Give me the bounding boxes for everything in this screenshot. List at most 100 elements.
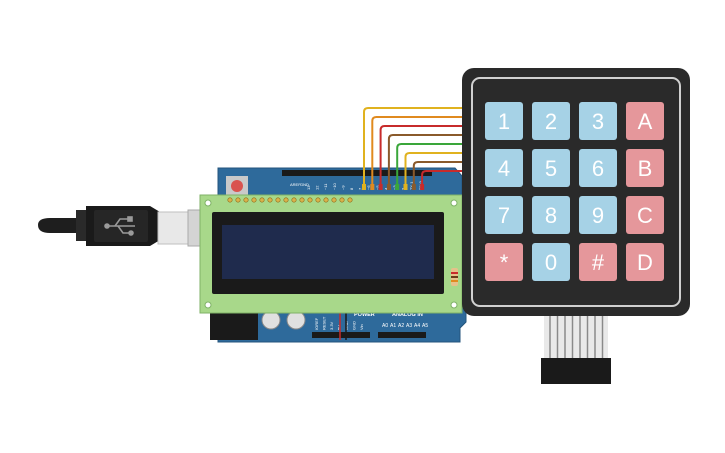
lcd-pin (227, 197, 233, 203)
key-6[interactable]: 6 (579, 149, 617, 187)
key-label: # (592, 250, 605, 275)
power-jack (210, 312, 258, 340)
lcd-screen (222, 225, 434, 279)
digital-pin-label: 13 (306, 185, 311, 190)
digital-pin-label: 7 (358, 187, 363, 190)
key-c[interactable]: C (626, 196, 664, 234)
key-label: 5 (545, 156, 557, 181)
power-pin-label: 3.3V (329, 321, 334, 330)
digital-pin-label: 4 (383, 187, 388, 190)
key-b[interactable]: B (626, 149, 664, 187)
key-label: 0 (545, 250, 557, 275)
digital-pin-label: 2 (401, 187, 406, 190)
wire (396, 143, 470, 188)
keypad-wires (362, 107, 470, 190)
wire-pin (395, 184, 400, 190)
wire-pin (378, 184, 383, 190)
power-pin-label: Vin (359, 324, 364, 330)
lcd-pin (283, 197, 289, 203)
wire (421, 170, 470, 188)
wire (371, 116, 470, 188)
wire-pin (420, 184, 425, 190)
analog-pin-label: A2 (398, 323, 404, 329)
key-a[interactable]: A (626, 102, 664, 140)
lcd-pin (243, 197, 249, 203)
key-2[interactable]: 2 (532, 102, 570, 140)
key-label: 9 (592, 203, 604, 228)
digital-pin-label: ~5 (375, 185, 380, 190)
key-label: B (638, 156, 653, 181)
analog-pin-label: A5 (422, 323, 428, 329)
key-0[interactable]: 0 (532, 243, 570, 281)
gnd-label: GND (300, 182, 309, 187)
reset-button[interactable] (231, 180, 243, 192)
key-8[interactable]: 8 (532, 196, 570, 234)
power-label: POWER (354, 312, 375, 318)
lcd-pin (291, 197, 297, 203)
key-label: * (500, 250, 509, 275)
power-pin-label: 5V (337, 325, 342, 330)
key-hash[interactable]: # (579, 243, 617, 281)
lcd-pin-row (227, 197, 353, 203)
capacitor (261, 310, 281, 330)
analog-pin-label: A1 (390, 323, 396, 329)
key-label: A (638, 109, 653, 134)
wire-pin (370, 184, 375, 190)
wire-pin (362, 184, 366, 190)
digital-pin-label: ~11 (323, 183, 328, 190)
wire-pin (386, 184, 391, 190)
lcd-pin (323, 197, 329, 203)
lcd-pin (299, 197, 305, 203)
usb-cable (38, 206, 201, 247)
analog-label: ANALOG IN (392, 312, 423, 318)
analog-pin-label: A4 (414, 323, 420, 329)
wire-pin (403, 184, 408, 190)
lcd-pin (339, 197, 345, 203)
key-d[interactable]: D (626, 243, 664, 281)
key-3[interactable]: 3 (579, 102, 617, 140)
lcd-pin (347, 197, 353, 203)
lcd-pin (307, 197, 313, 203)
wire (363, 107, 470, 188)
digital-pin-label: ~3 (392, 185, 397, 190)
key-7[interactable]: 7 (485, 196, 523, 234)
digital-pin-label: TX 1 (409, 181, 414, 190)
lcd-pin (315, 197, 321, 203)
key-label: 6 (592, 156, 604, 181)
digital-header (282, 170, 432, 176)
wire (387, 134, 470, 188)
digital-pin-label: ~9 (340, 185, 345, 190)
analog-pin-label: A0 (382, 323, 388, 329)
key-1[interactable]: 1 (485, 102, 523, 140)
analog-header (378, 332, 426, 338)
key-9[interactable]: 9 (579, 196, 617, 234)
key-label: 2 (545, 109, 557, 134)
digital-pin-label: 8 (349, 187, 354, 190)
wire (404, 152, 470, 188)
keypad-connector (541, 358, 611, 384)
capacitor (286, 310, 306, 330)
key-label: 3 (592, 109, 604, 134)
digital-pin-label: 12 (315, 185, 320, 190)
lcd-pin (275, 197, 281, 203)
key-label: 4 (498, 156, 510, 181)
lcd-module (199, 194, 463, 314)
wire (379, 125, 470, 188)
usb-icon (104, 216, 135, 236)
key-5[interactable]: 5 (532, 149, 570, 187)
resistor (451, 268, 458, 286)
lcd-pin (251, 197, 257, 203)
power-pin-label: GND (352, 321, 357, 330)
key-label: 8 (545, 203, 557, 228)
lcd-pin (331, 197, 337, 203)
key-4[interactable]: 4 (485, 149, 523, 187)
key-label: D (637, 250, 653, 275)
key-label: 1 (498, 109, 510, 134)
key-star[interactable]: * (485, 243, 523, 281)
power-pin-label: RESET (322, 316, 327, 330)
power-header (312, 332, 370, 338)
lcd-pin (259, 197, 265, 203)
